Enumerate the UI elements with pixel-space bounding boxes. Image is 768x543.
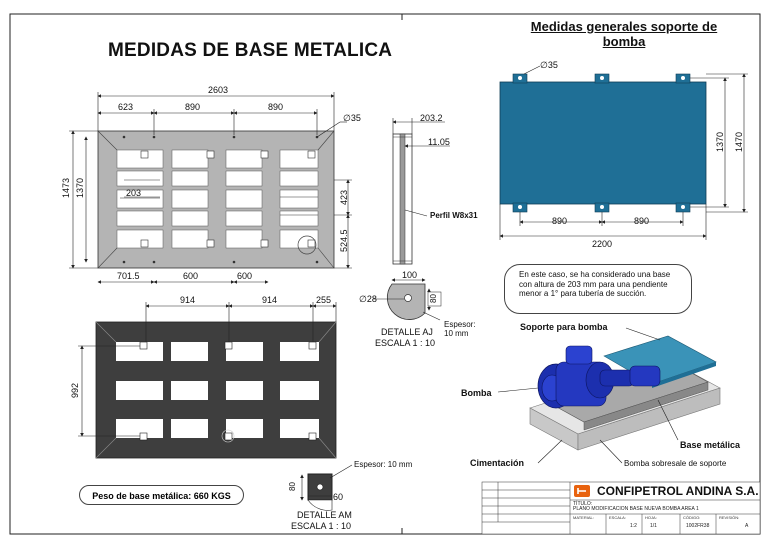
dim-255: 255 — [316, 295, 332, 305]
dim-600-b: 600 — [237, 271, 253, 281]
revision-value: A — [745, 523, 749, 529]
dim-80-am: 80 — [288, 482, 297, 491]
dim-80-aj: 80 — [429, 294, 438, 303]
material-label: MATERIAL: — [573, 515, 594, 520]
label-soporte: Soporte para bomba — [520, 322, 608, 332]
am-thickness: Espesor: 10 mm — [354, 460, 413, 469]
codigo-value: 1002FR38 — [686, 523, 710, 529]
dim-1470: 1470 — [734, 131, 744, 152]
escala-value: 1:2 — [630, 523, 637, 529]
titulo-label: TÍTULO: — [573, 501, 593, 507]
dim-890-a: 890 — [185, 102, 201, 112]
dim-1370: 1370 — [75, 177, 85, 198]
dim-1473: 1473 — [61, 177, 71, 198]
support-plate-view — [499, 65, 748, 240]
codigo-label: CÓDIGO: — [683, 515, 701, 520]
detail-aj-label: DETALLE AJ — [381, 327, 433, 337]
label-cimentacion: Cimentación — [470, 458, 525, 468]
top-view-base — [97, 130, 335, 269]
dim-2200: 2200 — [592, 239, 613, 249]
dim-600-a: 600 — [183, 271, 199, 281]
sheet-border — [9, 13, 761, 535]
hoja-value: 1/1 — [650, 523, 657, 529]
detail-aj — [373, 278, 442, 321]
dim-423: 423 — [339, 189, 349, 205]
isometric-assembly — [497, 327, 721, 464]
escala-label: ESCALA: — [609, 515, 626, 520]
weight-note: Peso de base metálica: 660 KGS — [79, 485, 244, 505]
dim-890-s2: 890 — [634, 216, 650, 226]
label-base: Base metálica — [680, 440, 741, 450]
dim-60: 60 — [333, 492, 344, 502]
dim-701: 701.5 — [117, 271, 140, 281]
hole-dia-28: ∅28 — [359, 294, 377, 304]
dim-203-2: 203.2 — [420, 113, 443, 123]
detail-am-label: DETALLE AM — [297, 510, 352, 520]
slope-note: En este caso, se ha considerado una base… — [504, 264, 692, 314]
dim-914-a: 914 — [180, 295, 196, 305]
dim-100: 100 — [402, 270, 418, 280]
company-logo — [574, 485, 590, 497]
profile-label: Perfil W8x31 — [430, 211, 478, 220]
company-name: CONFIPETROL ANDINA S.A. — [597, 484, 759, 498]
support-hole-dia: ∅35 — [540, 60, 558, 70]
hoja-label: HOJA: — [645, 515, 657, 520]
label-bomba: Bomba — [461, 388, 492, 398]
dim-914-b: 914 — [262, 295, 278, 305]
dim-203: 203 — [126, 188, 142, 198]
dim-890-s1: 890 — [552, 216, 568, 226]
page-title: MEDIDAS DE BASE METALICA — [108, 40, 393, 61]
profile-view — [392, 118, 450, 265]
hole-dia-35: ∅35 — [343, 113, 361, 123]
label-sobresale: Bomba sobresale de soporte — [624, 459, 727, 468]
dim-total-width: 2603 — [208, 85, 229, 95]
dim-11-05: 11.05 — [428, 137, 450, 147]
dim-992: 992 — [70, 382, 80, 398]
bottom-view-base — [95, 321, 337, 459]
support-title: Medidas generales soporte de bomba — [530, 19, 718, 49]
dim-1370-s: 1370 — [715, 131, 725, 152]
revision-label: REVISIÓN: — [719, 515, 740, 520]
dim-623: 623 — [118, 102, 134, 112]
detail-am — [300, 464, 353, 511]
title-block — [481, 481, 761, 535]
drawing-title: PLANO MODIFICACION BASE NUEVA BOMBA AREA… — [573, 506, 699, 512]
dim-524: 524.5 — [339, 229, 349, 252]
detail-aj-scale: ESCALA 1 : 10 — [375, 338, 436, 348]
aj-thickness: Espesor: 10 mm — [444, 320, 476, 338]
detail-am-scale: ESCALA 1 : 10 — [291, 521, 352, 531]
dim-890-b: 890 — [268, 102, 284, 112]
